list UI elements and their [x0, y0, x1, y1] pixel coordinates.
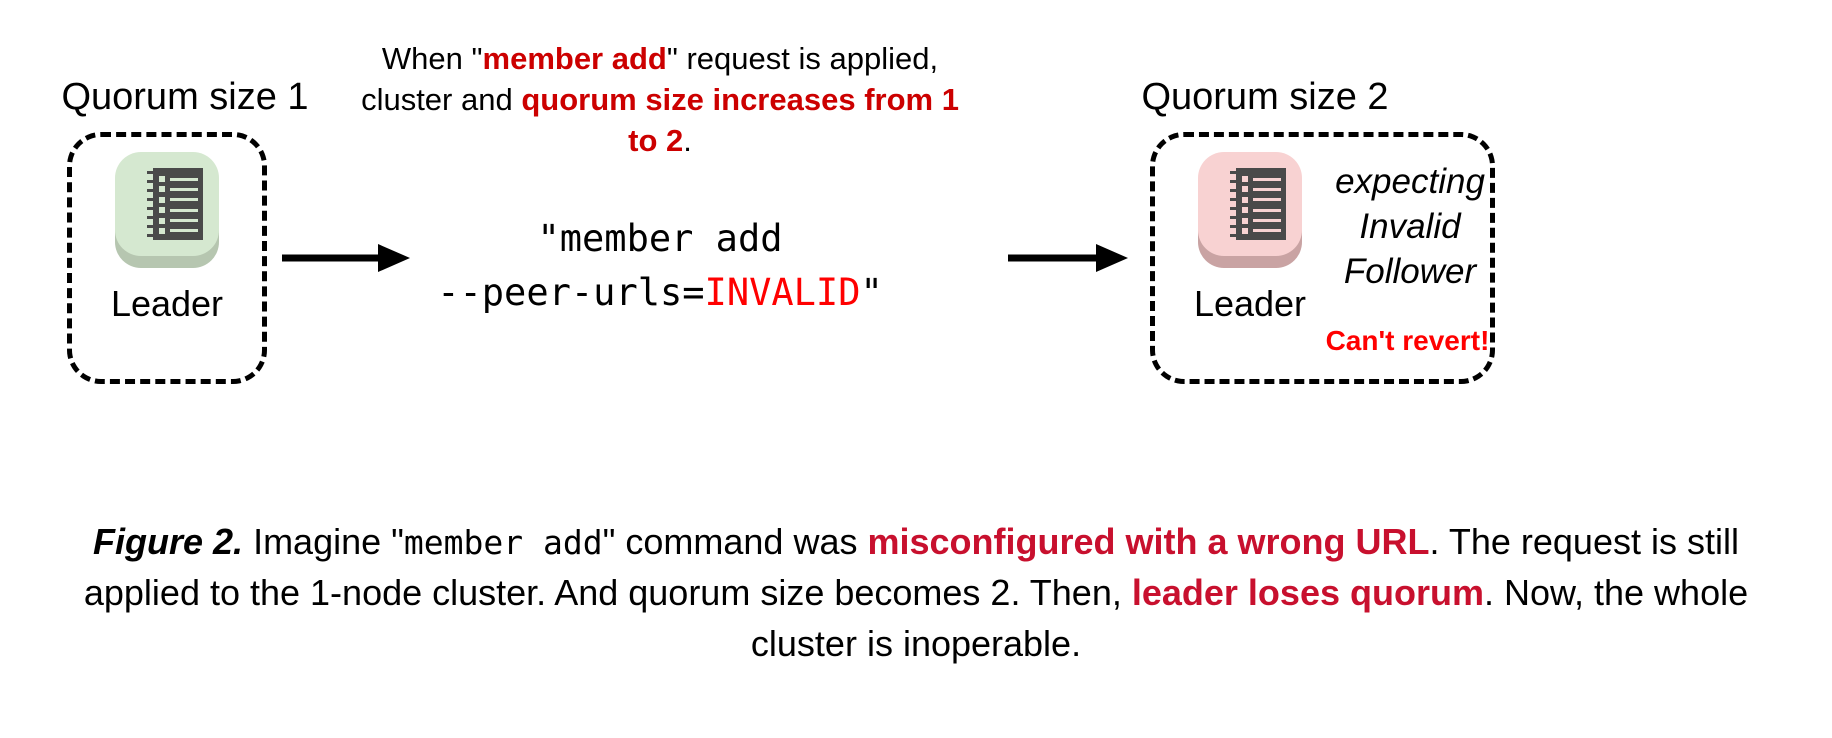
- follower-status-line-3: Follower: [1343, 251, 1477, 291]
- cant-revert-warning: Can't revert!: [1325, 325, 1490, 356]
- cluster-box-left: [67, 132, 267, 384]
- command-flag: --peer-urls=: [437, 270, 705, 314]
- arrow-right-icon-right: [1008, 238, 1128, 278]
- quorum-size-right-title: Quorum size 2: [1141, 76, 1389, 118]
- annotation-text: When "member add" request is applied, cl…: [350, 38, 970, 162]
- command-text: "member add --peer-urls=INVALID": [430, 212, 890, 319]
- caption-emphasis-loses-quorum: leader loses quorum: [1131, 572, 1484, 614]
- follower-status-text: expecting Invalid Follower: [1330, 160, 1490, 294]
- node-left-label: Leader: [110, 283, 224, 324]
- annotation-emphasis-member-add: member add: [482, 41, 667, 76]
- annotation-part-1: When ": [381, 41, 483, 76]
- caption-mono-command: member add: [403, 523, 603, 562]
- node-right-label: Leader: [1193, 283, 1307, 324]
- rack-rows: [159, 176, 199, 234]
- rack-tabs: [1230, 171, 1239, 237]
- server-rack-icon: [111, 150, 223, 272]
- command-line-2: --peer-urls=INVALID": [430, 266, 890, 320]
- annotation-part-3: .: [683, 123, 692, 159]
- caption-text-1: Imagine ": [243, 521, 404, 562]
- icon-rack: [1230, 168, 1286, 240]
- follower-status-line-1: expecting: [1335, 162, 1485, 201]
- command-line-1: "member add: [537, 217, 783, 260]
- rack-rows: [1242, 176, 1282, 234]
- caption-text-3: . The request is still applied to the 1-…: [83, 521, 1739, 614]
- figure-caption: Figure 2. Imagine "member add" command w…: [80, 516, 1752, 669]
- annotation-part-2: " request is applied, cluster and: [361, 41, 939, 118]
- icon-rack: [147, 168, 203, 240]
- command-invalid-value: INVALID: [704, 270, 861, 314]
- node-right: Leader: [1160, 150, 1340, 322]
- node-left: Leader: [77, 150, 257, 322]
- follower-status-line-2: Invalid: [1359, 206, 1461, 246]
- caption-text-2: " command was: [602, 521, 868, 562]
- caption-figure-label: Figure 2.: [93, 521, 244, 562]
- caption-emphasis-misconfigured: misconfigured with a wrong URL: [867, 521, 1430, 562]
- cluster-box-right: [1150, 132, 1495, 384]
- caption-text-4: . Now, the whole cluster is inoperable.: [750, 572, 1749, 665]
- server-rack-icon: [1194, 150, 1306, 272]
- rack-tabs: [147, 171, 156, 237]
- quorum-size-left-title: Quorum size 1: [61, 76, 309, 118]
- arrow-right-icon-left: [282, 238, 410, 278]
- command-closing-quote: ": [860, 270, 883, 314]
- annotation-emphasis-quorum-increase: quorum size increases from 1 to 2: [521, 82, 959, 159]
